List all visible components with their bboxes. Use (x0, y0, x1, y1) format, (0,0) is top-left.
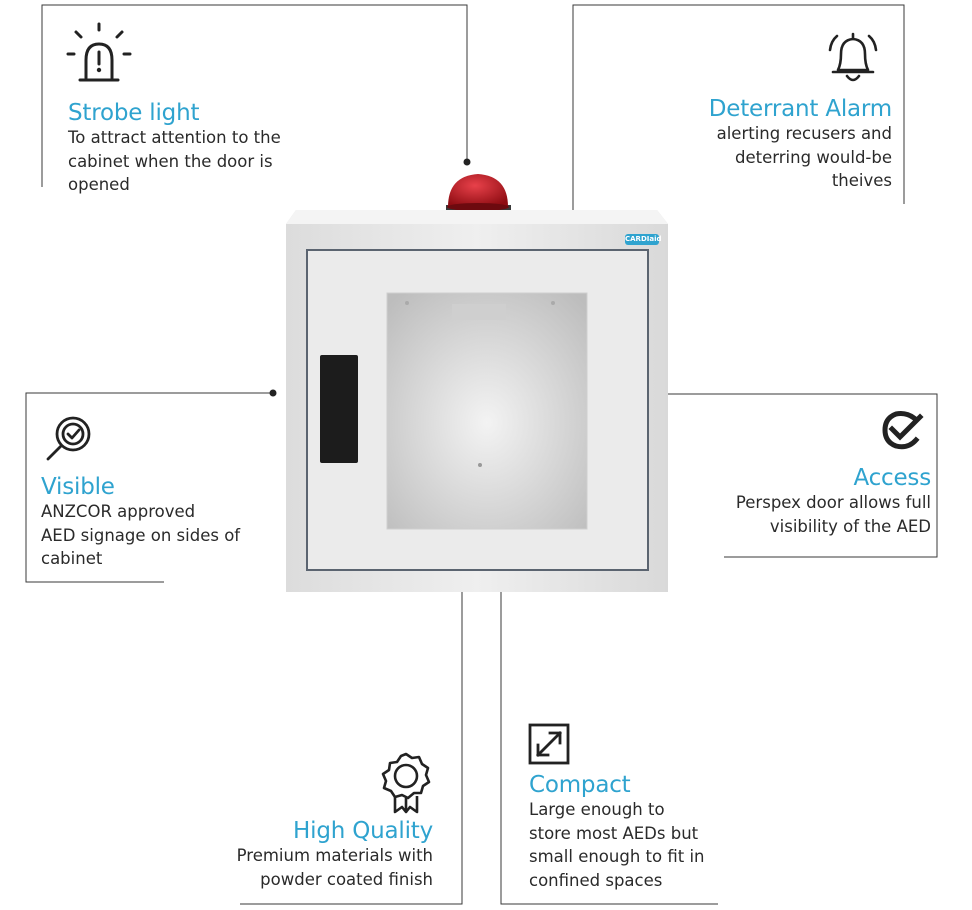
feature-visible: Visible ANZCOR approved AED signage on s… (41, 474, 271, 571)
feature-description: Premium materials with powder coated fin… (236, 846, 433, 889)
brand-logo: CARDIaid (625, 234, 662, 245)
feature-title: Strobe light (68, 100, 200, 126)
strobe-anchor-dot (463, 158, 471, 166)
feature-alarm: Deterrant Alarm alerting recusers and de… (652, 96, 892, 193)
feature-title: Compact (529, 772, 631, 798)
bell-icon (828, 32, 878, 82)
feature-strobe: Strobe light To attract attention to the… (68, 100, 328, 197)
check-badge-icon (882, 411, 924, 450)
visible-anchor-dot (269, 389, 277, 397)
feature-quality: High Quality Premium materials with powd… (220, 818, 434, 891)
feature-description: Perspex door allows full visibility of t… (735, 493, 931, 536)
cabinet-body (286, 210, 668, 592)
feature-description: alerting recusers and deterring would-be… (716, 124, 892, 190)
feature-title: High Quality (293, 818, 433, 844)
feature-compact: Compact Large enough to store most AEDs … (529, 772, 729, 892)
feature-title: Deterrant Alarm (708, 96, 892, 122)
magnifier-check-icon (46, 416, 91, 461)
feature-access: Access Perspex door allows full visibili… (700, 465, 931, 538)
feature-description: To attract attention to the cabinet when… (68, 128, 281, 194)
feature-title: Access (853, 465, 931, 491)
feature-description: Large enough to store most AEDs but smal… (529, 800, 705, 890)
feature-description: ANZCOR approved AED signage on sides of … (41, 502, 241, 568)
award-ribbon-icon (381, 752, 431, 814)
strobe-light-icon (66, 22, 132, 82)
resize-arrows-icon (528, 723, 570, 765)
feature-title: Visible (41, 474, 115, 500)
